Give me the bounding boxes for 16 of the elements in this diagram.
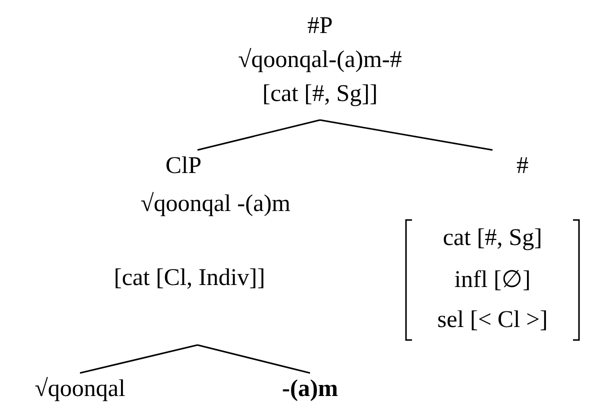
feature-line: infl [∅] (454, 266, 531, 295)
node-label: ClP (165, 152, 202, 181)
node-feature: √qoonqal-(a)m-# (238, 46, 402, 75)
node-label: √qoonqal (34, 375, 126, 404)
node-feature: √qoonqal -(a)m (140, 190, 290, 219)
node-label: # (516, 152, 528, 181)
node-feature: [cat [Cl, Indiv]] (114, 264, 266, 293)
node-label: -(a)m (282, 375, 338, 404)
node-label: #P (307, 12, 333, 41)
node-feature: [cat [#, Sg]] (262, 80, 378, 109)
tree-branch (80, 344, 198, 374)
tree-branch (197, 119, 320, 151)
tree-branch (320, 119, 493, 151)
feature-line: sel [< Cl >] (437, 306, 548, 335)
feature-line: cat [#, Sg] (442, 224, 542, 253)
tree-branch (197, 344, 310, 374)
